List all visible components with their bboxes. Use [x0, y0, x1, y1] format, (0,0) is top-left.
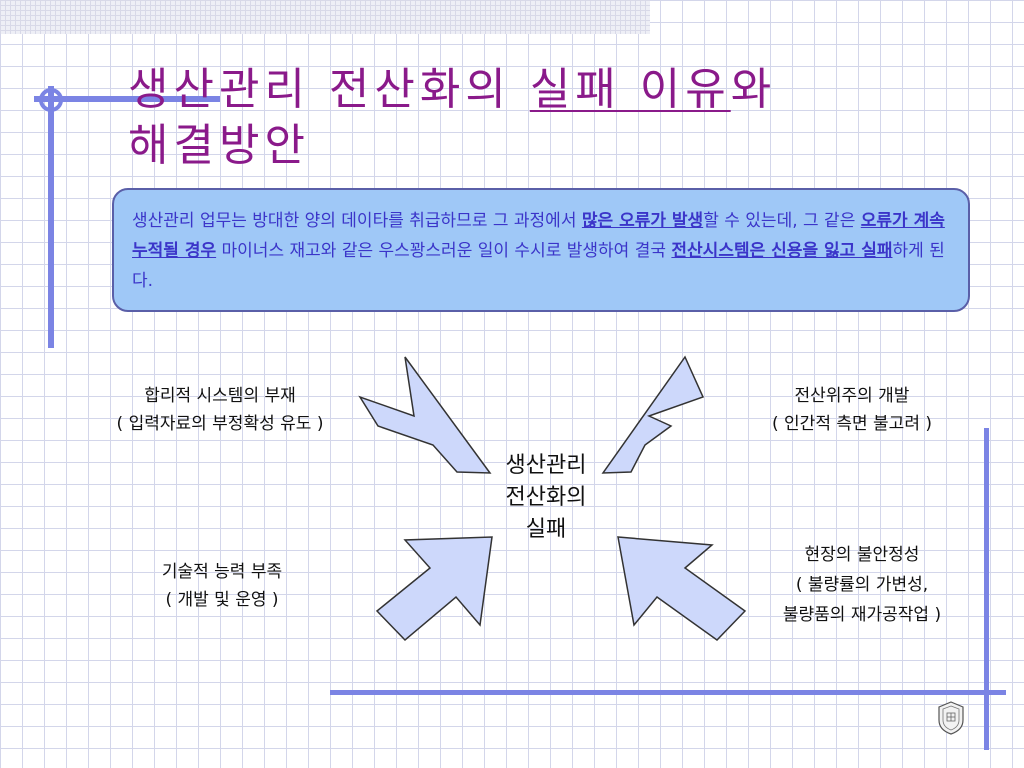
- center-label: 생산관리 전산화의 실패: [505, 453, 587, 542]
- reason-bottom-left: 기술적 능력 부족 ( 개발 및 운영 ): [161, 562, 283, 610]
- arrow-bottom-right: [617, 536, 747, 641]
- reason-bottom-right: 현장의 불안정성 ( 불량률의 가변성, 불량품의 재가공작업 ): [782, 545, 942, 625]
- arrow-bottom-left: [375, 536, 493, 642]
- summary-box: 생산관리 업무는 방대한 양의 데이타를 취급하므로 그 과정에서 많은 오류가…: [112, 188, 970, 312]
- arrow-top-left: [358, 356, 492, 474]
- title-line2: 해결방안: [128, 120, 310, 171]
- page-title: 생산관리 전산화의 실패 이유와 해결방안: [128, 62, 776, 174]
- university-seal-icon: [938, 701, 964, 735]
- title-line1: 생산관리 전산화의 실패 이유와: [128, 64, 777, 115]
- reason-top-left: 합리적 시스템의 부재 ( 입력자료의 부정확성 유도 ): [116, 386, 324, 434]
- emphasis-accumulate: 오류가 계속 누적될 경우: [132, 211, 945, 261]
- reason-top-right: 전산위주의 개발 ( 인간적 측면 불고려 ): [772, 386, 932, 434]
- emphasis-failure: 전산시스템은 신용을 잃고 실패: [671, 241, 893, 261]
- arrow-top-right: [601, 355, 705, 474]
- bottom-horizontal-bar: [330, 690, 1006, 695]
- left-vertical-bar: [48, 86, 54, 348]
- bar-junction-ring: [39, 88, 63, 112]
- left-horizontal-bar: [34, 96, 220, 102]
- emphasis-errors: 많은 오류가 발생: [581, 211, 704, 231]
- title-underlined: 실패 이유: [529, 64, 731, 115]
- top-band-decoration: [0, 0, 650, 34]
- right-vertical-bar: [984, 428, 989, 750]
